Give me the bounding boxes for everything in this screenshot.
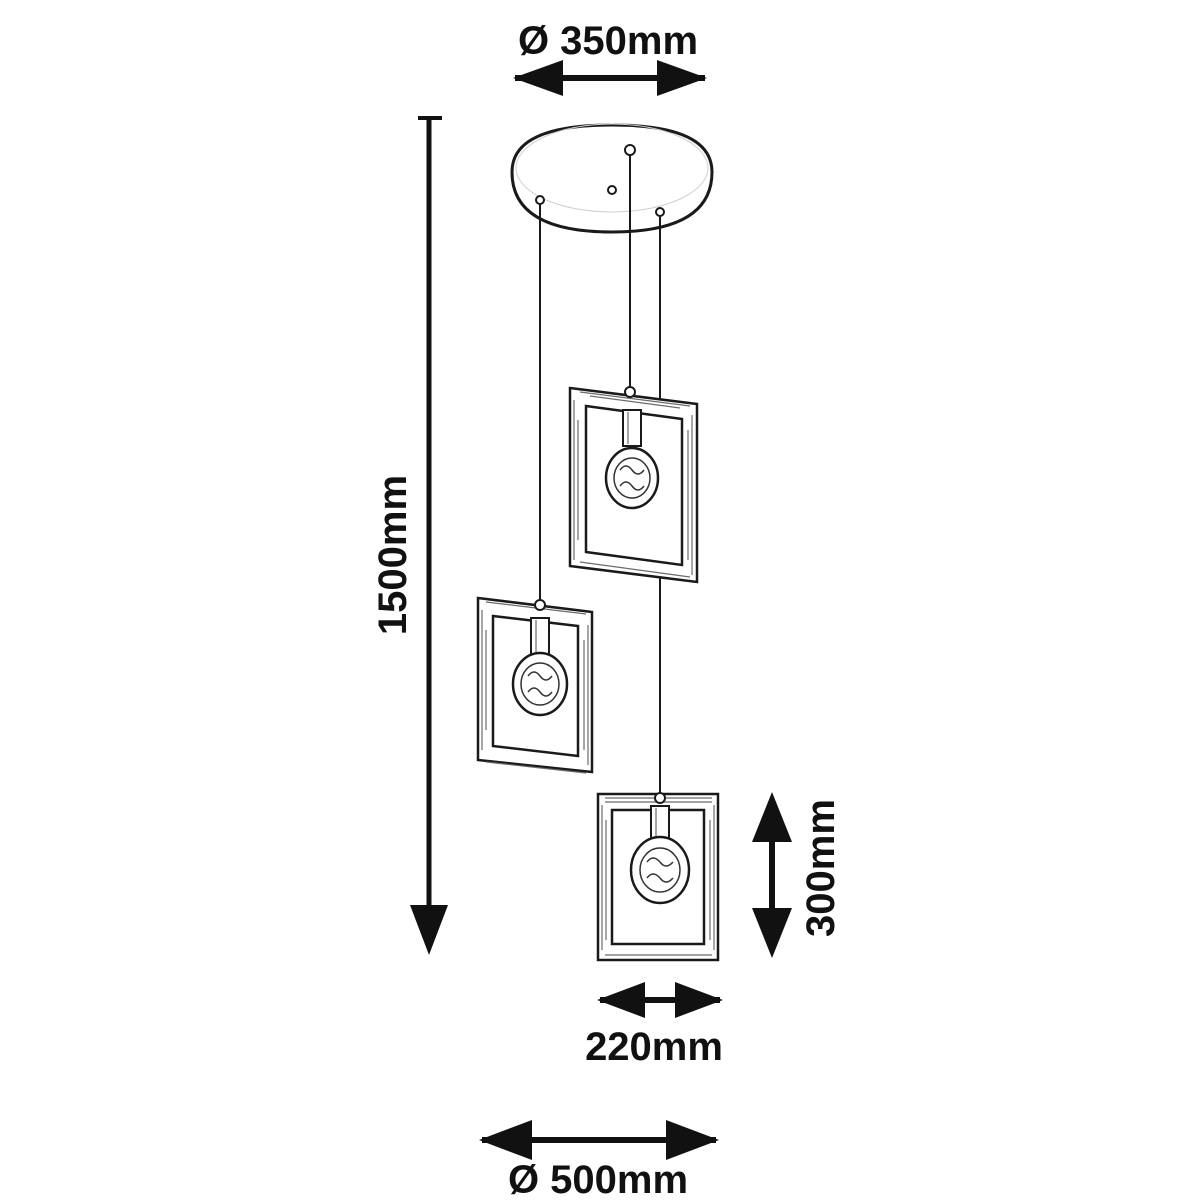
shade-height-label: 300mm <box>799 799 843 937</box>
spread-diameter-dimension: Ø 500mm <box>479 1120 719 1200</box>
shade-upper <box>568 386 699 584</box>
bulb-icon <box>629 835 691 905</box>
total-height-dimension: 1500mm <box>371 116 448 955</box>
shade-width-label: 220mm <box>585 1025 723 1069</box>
shade-height-dimension: 300mm <box>752 792 843 958</box>
spread-diameter-label: Ø 500mm <box>508 1158 688 1200</box>
canopy-diameter-label: Ø 350mm <box>518 19 698 63</box>
ceiling-canopy <box>510 123 714 234</box>
canopy-diameter-dimension: Ø 350mm <box>513 19 707 96</box>
shade-lower <box>596 792 720 962</box>
total-height-label: 1500mm <box>371 475 415 635</box>
shade-width-dimension: 220mm <box>585 982 723 1069</box>
bulb-icon <box>604 446 660 510</box>
shade-left <box>476 596 594 774</box>
